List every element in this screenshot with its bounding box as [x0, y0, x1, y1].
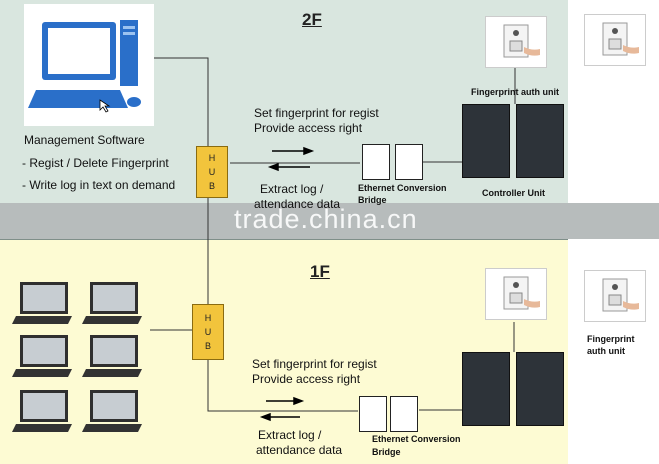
fingerprint-unit-right-top [584, 14, 646, 66]
bridge-box-1f-right [390, 396, 418, 432]
laptop-icon [82, 390, 142, 432]
floor-separator-band [0, 203, 659, 239]
hub-to-bridge-1f-line [207, 358, 358, 412]
bridge-box-1f-left [359, 396, 387, 432]
controller-board-1f-left [462, 352, 510, 426]
controller-board-2f-left [462, 104, 510, 178]
fingerprint-unit-sublabel-1f: auth unit [587, 346, 625, 356]
hub-letter: U [204, 327, 212, 337]
bridge-label-2f: Ethernet Conversion [358, 183, 447, 193]
provide-access-text-2f: Provide access right [254, 121, 363, 135]
bridge-label-1f: Ethernet Conversion [372, 434, 461, 444]
hub-letter: H [208, 153, 216, 163]
fingerprint-reader-icon [503, 276, 540, 310]
bridge-sublabel-1f: Bridge [372, 447, 401, 457]
bullet-regist-delete: - Regist / Delete Fingerprint [22, 156, 169, 170]
pc-to-hub-2f-line [140, 57, 209, 146]
bridge-box-2f-left [362, 144, 390, 180]
extract-log-text-2f: Extract log / [260, 182, 324, 196]
floor-2f-label: 2F [302, 10, 322, 29]
laptop-icon [12, 282, 72, 324]
hub-letter: B [208, 181, 215, 191]
fingerprint-unit-2f [485, 16, 547, 68]
attendance-data-text-2f: attendance data [254, 197, 341, 211]
fingerprint-unit-label-2f: Fingerprint auth unit [471, 87, 559, 97]
fingerprint-reader-icon [503, 24, 540, 58]
floor-1f-label: 1F [310, 262, 330, 281]
desktop-computer-icon [28, 20, 141, 113]
fingerprint-reader-icon [602, 278, 639, 312]
set-fingerprint-text-1f: Set fingerprint for regist [252, 357, 377, 371]
attendance-data-text-1f: attendance data [256, 443, 343, 457]
controller-board-2f-right [516, 104, 564, 178]
hub-letter: B [204, 341, 211, 351]
hub-1f: H U B [192, 304, 224, 360]
laptop-group [12, 282, 142, 432]
provide-access-text-1f: Provide access right [252, 372, 361, 386]
set-fingerprint-text-2f: Set fingerprint for regist [254, 106, 379, 120]
laptop-icon [12, 335, 72, 377]
bullet-write-log: - Write log in text on demand [22, 178, 176, 192]
management-pc-image [24, 4, 154, 126]
hub-2f: H U B [196, 146, 228, 198]
extract-log-text-1f: Extract log / [258, 428, 322, 442]
controller-unit-label-2f: Controller Unit [482, 188, 545, 198]
laptop-icon [12, 390, 72, 432]
hub-letter: H [204, 313, 212, 323]
management-software-title: Management Software [24, 133, 145, 147]
controller-board-1f-right [516, 352, 564, 426]
laptop-icon [82, 282, 142, 324]
fingerprint-reader-icon [602, 22, 639, 56]
bridge-box-2f-right [395, 144, 423, 180]
watermark-text: trade.china.cn [234, 204, 418, 234]
bridge-sublabel-2f: Bridge [358, 195, 387, 205]
fingerprint-unit-right-bottom [584, 270, 646, 322]
laptop-icon [82, 335, 142, 377]
fingerprint-unit-label-1f: Fingerprint [587, 334, 635, 344]
hub-letter: U [208, 167, 216, 177]
fingerprint-unit-1f [485, 268, 547, 320]
